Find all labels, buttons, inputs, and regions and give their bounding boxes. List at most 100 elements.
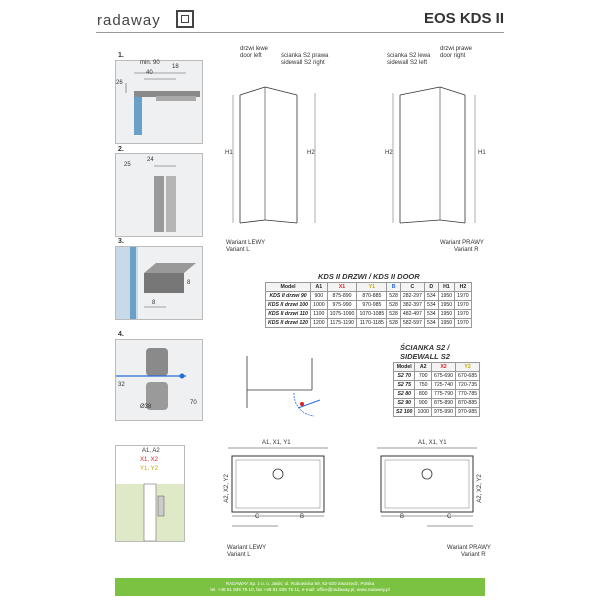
door-table-cell: 900	[310, 291, 328, 301]
footer-contact: tel. +48 61 835 75 10, fax +48 61 835 75…	[210, 587, 390, 592]
door-left-en: door left	[240, 53, 262, 59]
plan-right-drawing	[377, 447, 477, 527]
step-3-8-horizontal-label: 8	[152, 300, 156, 306]
header-divider	[96, 32, 504, 33]
sidewall-table-cell: 675-690	[430, 371, 457, 381]
step-1-number: 1.	[118, 52, 124, 59]
door-table-cell: 1970	[454, 309, 472, 319]
door-table-cell: 1170-1185	[356, 318, 388, 328]
page-title: EOS KDS II	[423, 10, 504, 27]
step-4-number: 4.	[118, 331, 124, 338]
plan-left-top-label: A1, X1, Y1	[262, 440, 291, 446]
sidewall-table-header-cell: X2	[430, 362, 457, 372]
door-table-header-cell: Y1	[356, 282, 388, 292]
variant-left-caption-en: Variant L	[226, 247, 250, 253]
right-h1-label: H1	[478, 150, 486, 156]
variant-left-caption-pl: Wariant LEWY	[226, 240, 266, 246]
door-table-cell: 1950	[437, 291, 456, 301]
elevation-left-drawing	[232, 86, 316, 224]
door-table-cell: 282-297	[399, 291, 425, 301]
door-table-cell: 875-890	[326, 291, 358, 301]
door-table-cell: 528	[386, 300, 401, 310]
sidewall-table-cell: 700	[414, 371, 432, 381]
sidewall-table-cell: 800	[414, 389, 432, 399]
right-h2-label: H2	[385, 150, 393, 156]
door-table-cell: 1070-1085	[356, 309, 388, 319]
door-table-cell: 970-985	[356, 300, 388, 310]
door-table-cell: 870-885	[356, 291, 388, 301]
sidewall-table-cell: 875-890	[430, 398, 457, 408]
sidewall-table-cell: 1000	[414, 407, 432, 417]
sidewall-table-header-cell: A2	[414, 362, 432, 372]
sidewall-left-pl: ścianka S2 lewa	[387, 53, 431, 59]
door-table-cell: 582-597	[399, 318, 425, 328]
plan-right-b-label: B	[400, 514, 405, 520]
door-table-cell: 1100	[310, 309, 328, 319]
step-3-number: 3.	[118, 238, 124, 245]
plan-left-c-label: C	[255, 514, 260, 520]
step-4-70-label: 70	[190, 400, 197, 406]
sidewall-table-title-1: ŚCIANKA S2 /	[400, 343, 450, 352]
plan-left-side-label: A2, X2, Y2	[223, 474, 230, 503]
door-table-cell: 534	[423, 291, 439, 301]
door-table-cell: 1950	[437, 309, 456, 319]
step-3-illustration	[115, 246, 203, 320]
left-h1-label: H1	[225, 150, 233, 156]
door-table-cell: 1950	[437, 318, 456, 328]
door-table-header-cell: A1	[310, 282, 328, 292]
sidewall-table-cell: 900	[414, 398, 432, 408]
hinge-plan-drawing	[246, 356, 321, 417]
door-table-cell: KDS II drzwi 110	[264, 309, 312, 319]
door-table-header-cell: Model	[264, 282, 312, 292]
step-2-illustration	[115, 153, 203, 237]
door-table-cell: 1175-1190	[326, 318, 358, 328]
sidewall-table-cell: 870-885	[455, 398, 481, 408]
step-2-25-label: 25	[124, 162, 131, 168]
step-1-26-label: 26	[116, 80, 123, 86]
sidewall-right-pl: ścianka S2 prawa	[281, 53, 329, 59]
door-table-header-cell: D	[423, 282, 439, 292]
sidewall-table-cell: 720-735	[455, 380, 481, 390]
elevation-right-drawing	[392, 86, 476, 224]
door-table-title: KDS II DRZWI / KDS II DOOR	[318, 272, 420, 281]
door-table-cell: 528	[386, 318, 401, 328]
footer-address: RADAWAY Sp. z o. o. Jasin; ul. Robowicka…	[225, 581, 375, 586]
step-4-illustration	[115, 339, 203, 421]
plan-right-caption-pl: Wariant PRAWY	[447, 545, 491, 551]
step-2-24-label: 24	[147, 157, 154, 163]
variant-right-caption-pl: Wariant PRAWY	[440, 240, 484, 246]
door-table-cell: 1075-1090	[326, 309, 358, 319]
sidewall-table-cell: 750	[414, 380, 432, 390]
step-4-32-label: 32	[118, 382, 125, 388]
plan-right-side-label: A2, X2, Y2	[476, 474, 483, 503]
door-table-cell: 528	[386, 309, 401, 319]
brand-logo-mark	[176, 10, 194, 28]
door-left-pl: drzwi lewe	[240, 46, 269, 52]
sidewall-right-en: sidewall S2 right	[281, 60, 325, 66]
plan-left-caption-pl: Wariant LEWY	[227, 545, 267, 551]
sidewall-table-cell: 770-785	[455, 389, 481, 399]
step-1-illustration	[115, 60, 203, 144]
sidewall-table-cell: S2 100	[392, 407, 416, 417]
door-table-cell: 534	[423, 318, 439, 328]
door-table-header-cell: H2	[454, 282, 472, 292]
door-table-cell: KDS II drzwi 90	[264, 291, 312, 301]
sidewall-table-cell: S2 70	[392, 371, 416, 381]
step-1-40-label: 40	[146, 70, 153, 76]
detail-a-label: A1, A2	[142, 448, 160, 454]
step-3-8-vertical-label: 8	[187, 280, 191, 286]
sidewall-table-cell: S2 90	[392, 398, 416, 408]
door-table-cell: 1200	[310, 318, 328, 328]
step-4-38-label: Ø38	[140, 404, 152, 410]
plan-left-b-label: B	[300, 514, 305, 520]
plan-left-drawing	[228, 447, 328, 527]
sidewall-table-cell: 775-790	[430, 389, 457, 399]
